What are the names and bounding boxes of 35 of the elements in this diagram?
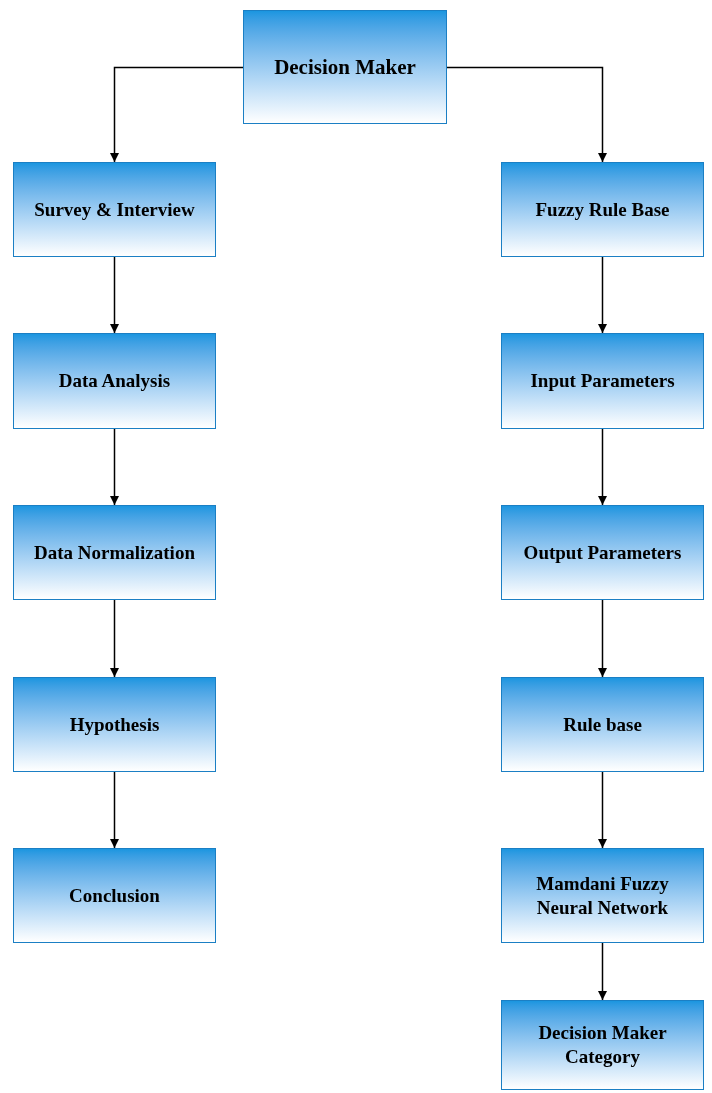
arrow [598,428,607,506]
box-label: Hypothesis [69,712,160,737]
process-box [501,1000,704,1090]
box-label: Data Analysis [58,369,171,393]
arrow [598,599,607,678]
arrow [110,599,119,678]
arrow [446,66,607,163]
box-label: Survey & Interview [34,197,195,222]
box-label: Rule base [563,712,642,737]
process-box [13,162,216,257]
arrow [110,66,244,163]
process-box [243,10,447,124]
process-box [501,677,704,772]
process-box [13,505,216,600]
process-box [13,677,216,772]
arrow [598,256,607,334]
box-label: Conclusion [69,883,160,908]
arrow [598,771,607,849]
process-box [13,848,216,943]
arrow [110,256,119,334]
arrow [110,428,119,506]
box-label: Mamdani Fuzzy Neural Network [535,871,670,920]
box-label: Input Parameters [530,369,675,393]
process-box [501,848,704,943]
process-box [501,162,704,257]
box-label: Fuzzy Rule Base [535,197,670,222]
process-box [501,333,704,429]
box-label: Decision Maker [274,53,416,81]
box-label: Decision Maker Category [537,1021,668,1069]
box-label: Data Normalization [34,540,195,565]
box-label: Output Parameters [523,540,682,565]
arrow [598,942,607,1001]
process-box [501,505,704,600]
arrow [110,771,119,849]
process-box [13,333,216,429]
